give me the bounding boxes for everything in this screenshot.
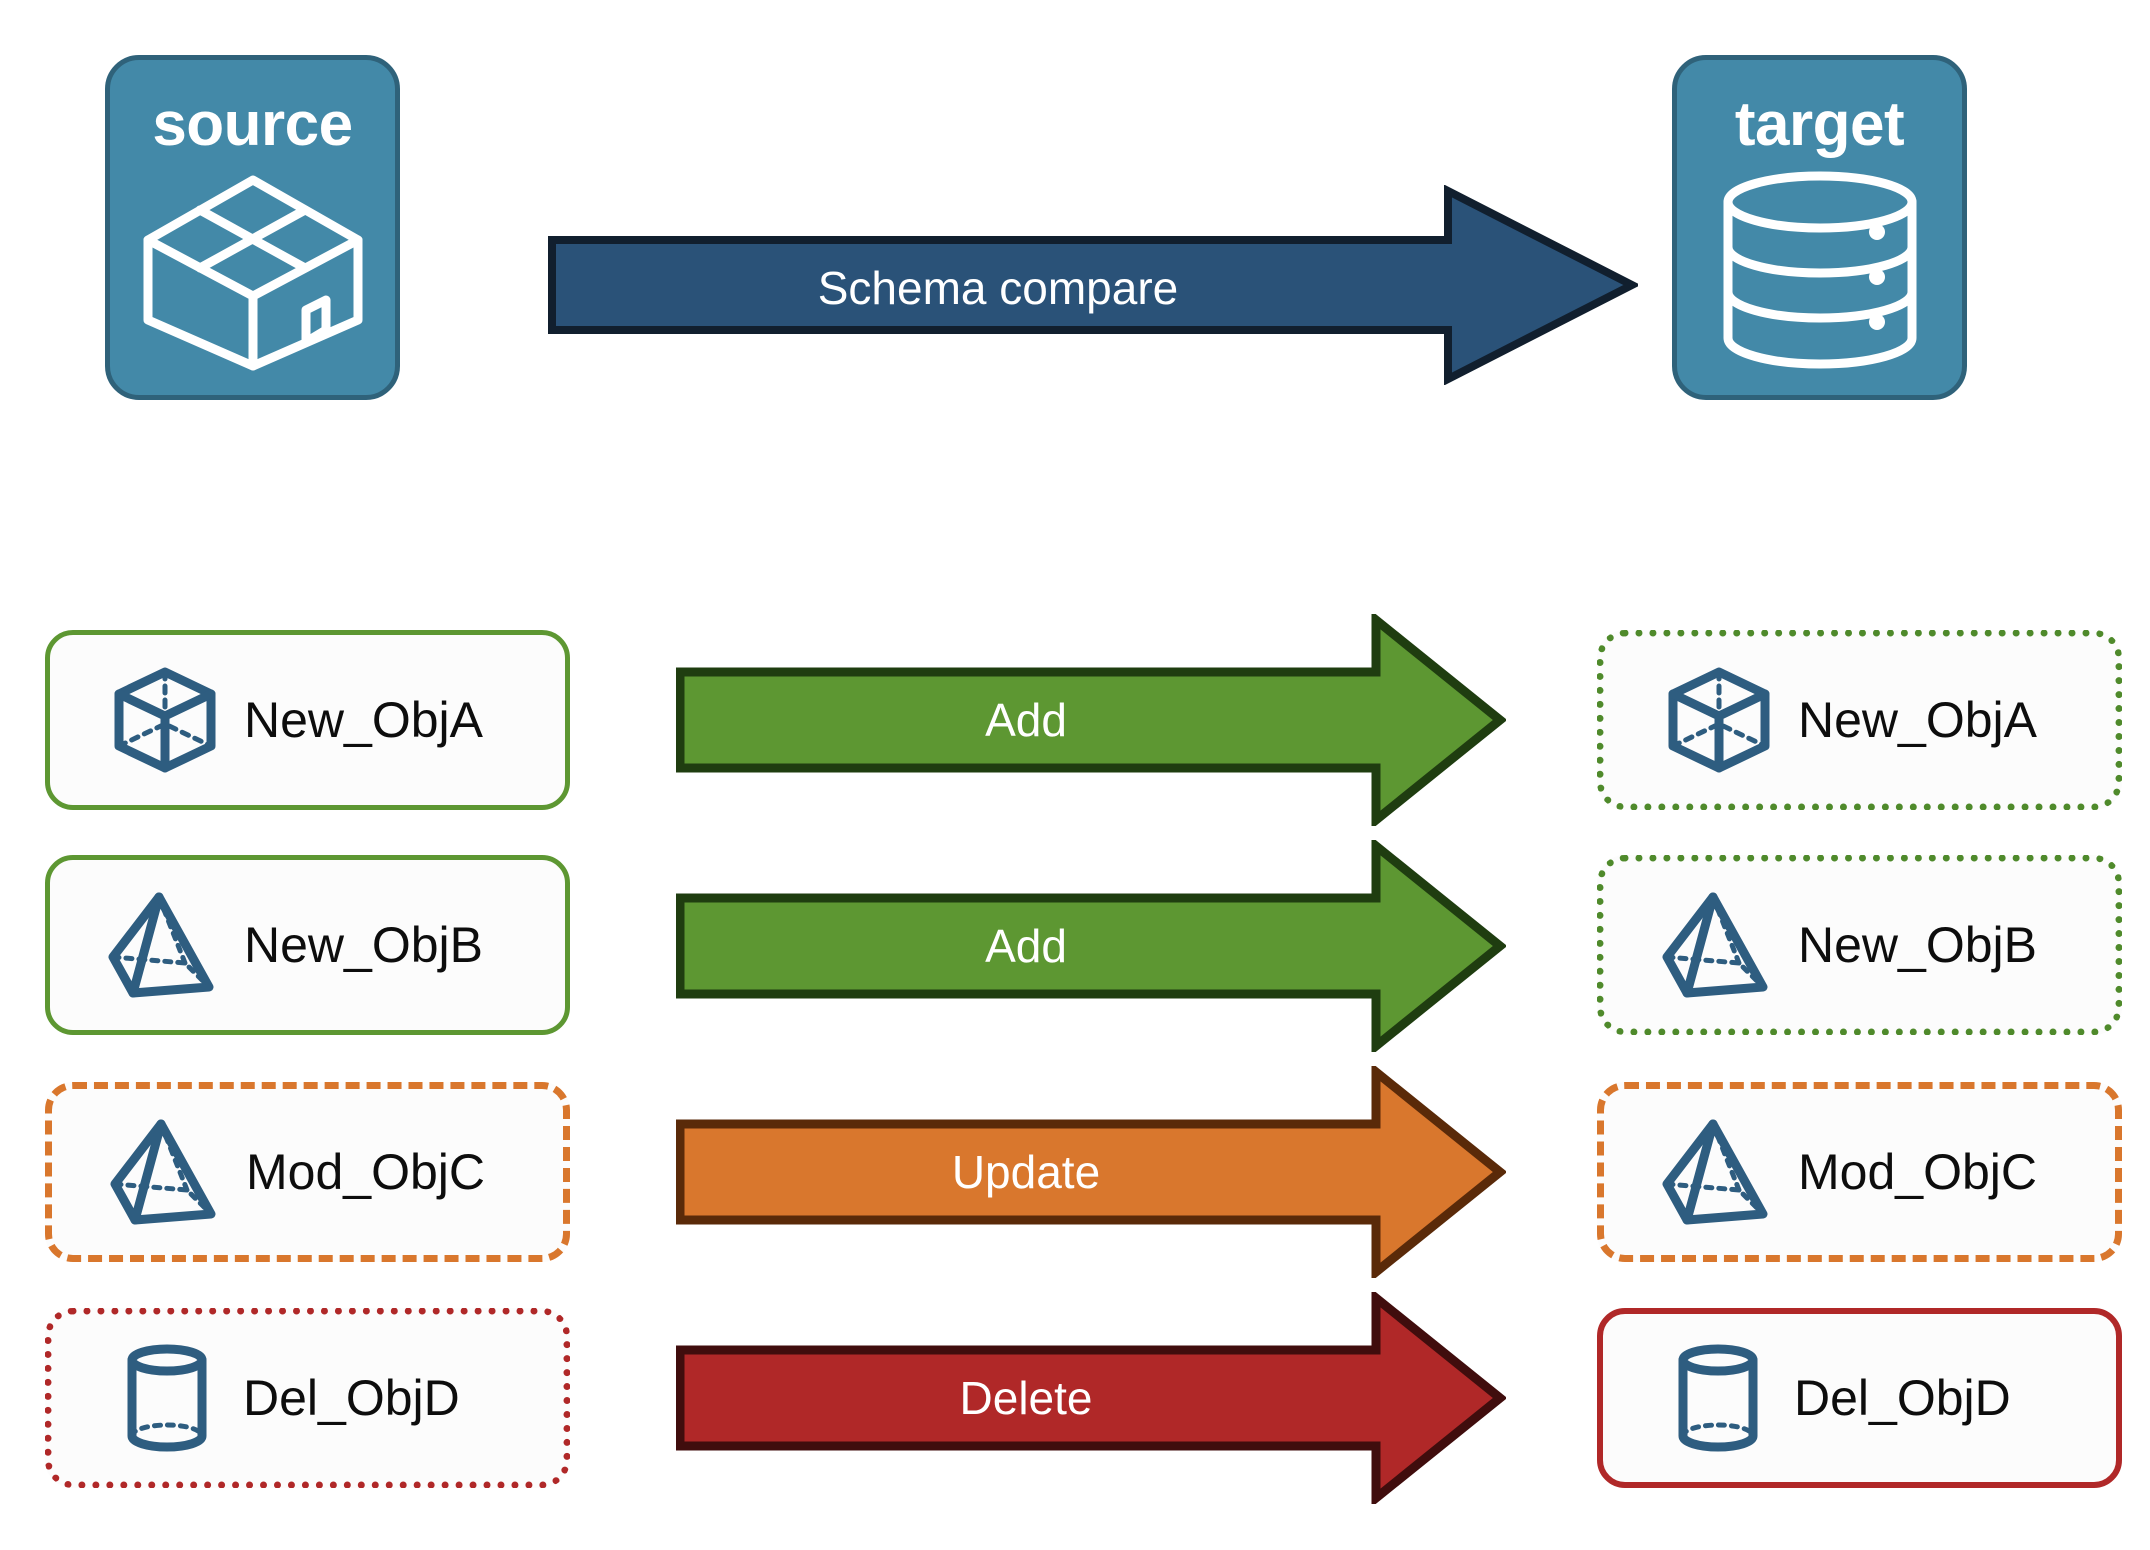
target-card-row-1[interactable]: New_ObjA: [1597, 630, 2122, 810]
wireframe-cube-icon: [110, 666, 220, 774]
wireframe-pyramid-icon: [1659, 891, 1774, 999]
schema-compare-arrow[interactable]: Schema compare: [548, 184, 1641, 386]
source-card-label-row-3: Mod_ObjC: [246, 1144, 485, 1200]
action-arrow-row-4[interactable]: Delete: [675, 1288, 1508, 1508]
action-arrow-row-2[interactable]: Add: [675, 836, 1508, 1056]
wireframe-pyramid-icon: [107, 1118, 222, 1226]
target-card-row-3[interactable]: Mod_ObjC: [1597, 1082, 2122, 1262]
action-arrow-label-row-1: Add: [985, 694, 1067, 746]
action-arrow-label-row-4: Delete: [959, 1372, 1093, 1424]
wireframe-cube-icon: [1664, 666, 1774, 774]
wireframe-pyramid-icon: [1659, 1118, 1774, 1226]
source-card-row-2[interactable]: New_ObjB: [45, 855, 570, 1035]
database-cylinder-icon: [1705, 170, 1935, 375]
wireframe-cylinder-icon: [114, 1343, 219, 1453]
package-box-icon: [138, 170, 368, 380]
source-card-row-1[interactable]: New_ObjA: [45, 630, 570, 810]
target-card-row-4[interactable]: Del_ObjD: [1597, 1308, 2122, 1488]
target-card-row-2[interactable]: New_ObjB: [1597, 855, 2122, 1035]
source-panel-label: source: [152, 90, 353, 159]
source-card-label-row-1: New_ObjA: [244, 692, 483, 748]
target-panel-label: target: [1734, 90, 1905, 159]
action-arrow-row-1[interactable]: Add: [675, 610, 1508, 830]
wireframe-cylinder-icon: [1665, 1343, 1770, 1453]
source-card-row-3[interactable]: Mod_ObjC: [45, 1082, 570, 1262]
target-card-label-row-4: Del_ObjD: [1794, 1370, 2011, 1426]
action-arrow-row-3[interactable]: Update: [675, 1062, 1508, 1282]
target-card-label-row-1: New_ObjA: [1798, 692, 2037, 748]
source-card-row-4[interactable]: Del_ObjD: [45, 1308, 570, 1488]
target-card-label-row-3: Mod_ObjC: [1798, 1144, 2037, 1200]
source-card-label-row-4: Del_ObjD: [243, 1370, 460, 1426]
action-arrow-label-row-3: Update: [951, 1146, 1101, 1198]
schema-compare-label: Schema compare: [817, 262, 1179, 314]
target-panel[interactable]: target: [1672, 55, 1967, 400]
source-panel[interactable]: source: [105, 55, 400, 400]
action-arrow-label-row-2: Add: [985, 920, 1067, 972]
target-card-label-row-2: New_ObjB: [1798, 917, 2037, 973]
wireframe-pyramid-icon: [105, 891, 220, 999]
source-card-label-row-2: New_ObjB: [244, 917, 483, 973]
